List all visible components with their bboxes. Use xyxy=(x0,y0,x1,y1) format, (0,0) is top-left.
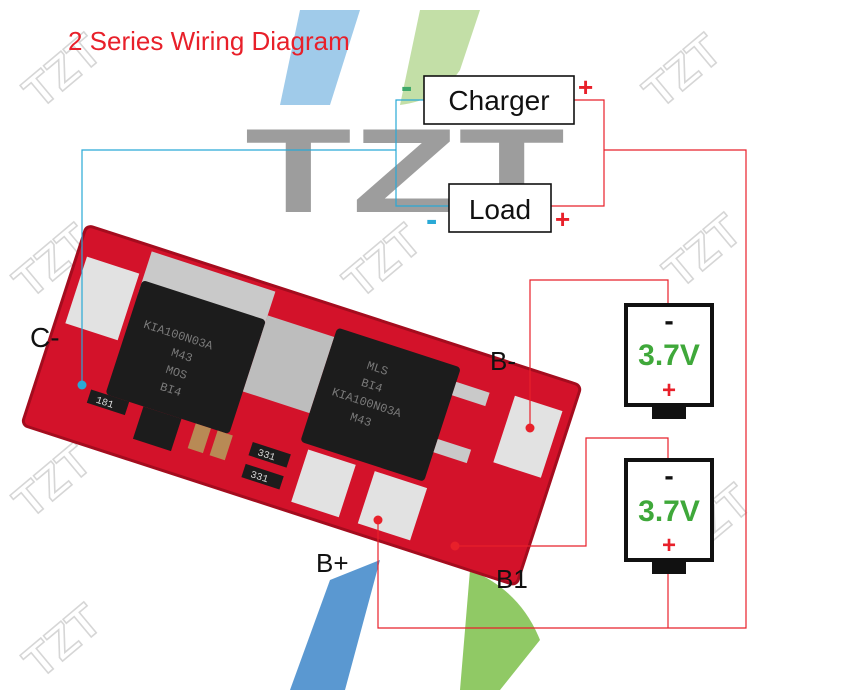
board-edge xyxy=(21,225,582,586)
resistor-marking: 181 xyxy=(94,396,115,412)
mosfet-2-leg xyxy=(451,381,490,407)
charger-label: Charger xyxy=(448,85,549,116)
watermark-swoosh-top-blue xyxy=(280,10,360,105)
charger-neg-sign: - xyxy=(401,68,412,106)
mosfet-1-marking: MOS xyxy=(164,363,189,383)
terminal-label-b-plus: B+ xyxy=(316,548,349,578)
watermark-swoosh-top-green xyxy=(400,10,480,105)
charger-box xyxy=(423,75,575,125)
watermark-swoosh-bottom-green xyxy=(460,570,540,690)
battery-2-pos-sign: + xyxy=(662,532,676,559)
battery-2-terminal xyxy=(652,560,686,574)
battery-1-terminal xyxy=(652,405,686,419)
wire-charger-neg-to-load-neg xyxy=(395,99,449,207)
pad-c-minus xyxy=(65,256,140,341)
load-neg-sign: - xyxy=(426,201,437,239)
battery-2-neg-sign: - xyxy=(664,460,673,491)
mosfet-1-marking: BI4 xyxy=(158,380,183,400)
resistor xyxy=(248,441,291,468)
wire-b-minus-to-battery-1-neg xyxy=(529,279,669,428)
wire-charger-pos-to-load-pos xyxy=(551,99,605,207)
resistor xyxy=(86,389,130,416)
capacitor xyxy=(187,423,211,454)
mosfet-2-marking: M43 xyxy=(348,410,373,430)
watermark-tile: TZT xyxy=(13,594,111,688)
terminal-label-b1: B1 xyxy=(496,564,528,594)
mosfet-1-body xyxy=(106,280,266,434)
mosfet-2-marking: BI4 xyxy=(359,376,384,396)
ic-chip xyxy=(132,406,182,452)
resistor-marking: 331 xyxy=(249,470,270,486)
terminal-label-c-minus: C- xyxy=(30,322,60,353)
battery-2-voltage: 3.7V xyxy=(638,495,700,528)
pad-b-minus xyxy=(493,395,563,478)
mosfet-2-leg xyxy=(433,438,472,464)
watermark-tile: TZT xyxy=(633,24,731,118)
wire-charger-neg-to-c-minus xyxy=(81,149,396,385)
battery-1-voltage: 3.7V xyxy=(638,339,700,372)
bms-board: KIA100N03A M43 MOS BI4 MLS BI4 KIA100N03… xyxy=(21,225,582,586)
red-wires xyxy=(377,99,747,629)
mosfet-2-body xyxy=(301,328,460,481)
battery-1-neg-sign: - xyxy=(664,305,673,336)
mosfet-1-marking: M43 xyxy=(169,346,194,366)
watermark-tile: TZT xyxy=(3,434,101,528)
pad-b-plus xyxy=(291,449,356,518)
load-box xyxy=(448,183,552,233)
watermark-pattern xyxy=(280,10,540,690)
terminal-dot-c-minus xyxy=(77,380,87,390)
battery-1-pos-sign: + xyxy=(662,377,676,404)
capacitor xyxy=(209,430,233,461)
terminal-dot-b-plus xyxy=(373,515,383,525)
load-label: Load xyxy=(469,194,531,225)
resistor xyxy=(241,463,284,490)
mosfet-2-marking: MLS xyxy=(365,359,390,379)
resistor-marking: 331 xyxy=(256,448,277,464)
cyan-wires xyxy=(81,99,449,385)
diagram-title: 2 Series Wiring Diagram xyxy=(68,26,350,56)
charger-pos-sign: + xyxy=(578,72,593,102)
watermark-swoosh-bottom-blue xyxy=(290,560,380,690)
terminal-dot-b1 xyxy=(450,541,460,551)
terminal-dot-b-minus xyxy=(525,423,535,433)
wire-b1-to-battery-midpoint xyxy=(455,437,669,547)
terminal-label-b-minus: B- xyxy=(490,346,516,376)
wire-charger-pos-to-battery-pos xyxy=(377,149,747,629)
load-pos-sign: + xyxy=(555,204,570,234)
heat-sink-bar xyxy=(242,315,335,414)
